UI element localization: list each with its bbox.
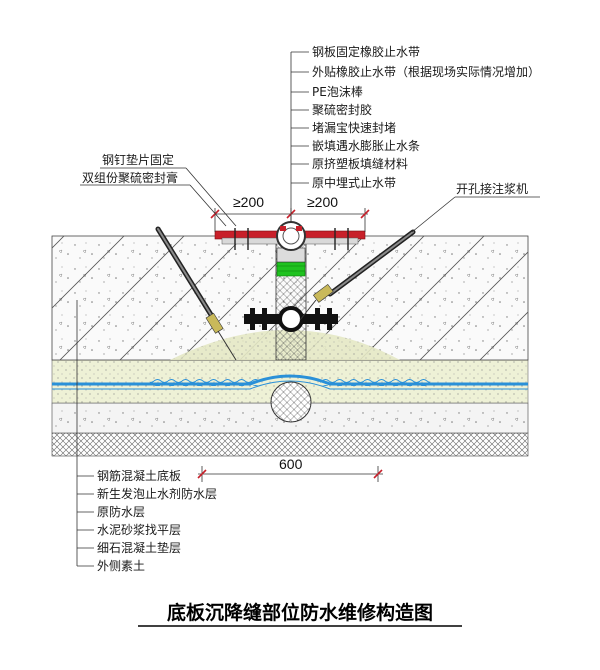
label-top-1: 外贴橡胶止水带（根据现场实际情况增加） [312, 64, 540, 79]
label-left-0: 钢钉垫片固定 [102, 152, 174, 167]
bottom-leader [76, 300, 94, 567]
label-top-3: 聚硫密封胶 [312, 102, 372, 117]
label-bottom-1: 新生发泡止水剂防水层 [97, 486, 217, 501]
label-top-6: 原挤塑板填缝材料 [312, 156, 408, 171]
top-leader [290, 51, 309, 222]
original-waterproof-line [52, 380, 528, 390]
embedded-waterstop [244, 306, 338, 332]
dim-bottom-text: 600 [279, 456, 303, 472]
label-bottom-5: 外侧素土 [97, 559, 145, 573]
dim-bottom [197, 466, 383, 482]
label-bottom-2: 原防水层 [97, 504, 145, 519]
label-top-5: 嵌填遇水膨胀止水条 [312, 139, 420, 153]
foam-layer-left [150, 378, 260, 386]
steel-plate-waterstop [214, 221, 366, 251]
foam-layer-right [320, 378, 430, 386]
left-leader [80, 167, 237, 227]
diagram-title: 底板沉降缝部位防水维修构造图 [167, 601, 433, 624]
label-bottom-0: 钢筋混凝土底板 [97, 468, 181, 483]
label-top-4: 堵漏宝快速封堵 [312, 121, 396, 135]
label-bottom-3: 水泥砂浆找平层 [97, 522, 181, 537]
label-right: 开孔接注浆机 [456, 181, 528, 196]
label-top-0: 钢板固定橡胶止水带 [312, 44, 420, 59]
grout-needle-right [299, 229, 416, 321]
label-bottom-4: 细石混凝土垫层 [97, 540, 181, 555]
grout-needle-left [155, 226, 237, 361]
swell-strip [276, 261, 306, 277]
label-top-7: 原中埋式止水带 [312, 175, 396, 190]
dim-right-text: ≥200 [307, 194, 338, 210]
bottom-bulb [270, 381, 312, 423]
dim-left-text: ≥200 [233, 194, 264, 210]
right-leader [411, 196, 540, 233]
soil-layer [51, 432, 529, 457]
label-left-1: 双组份聚硫密封膏 [82, 170, 178, 185]
label-top-2: PE泡沫棒 [312, 85, 363, 99]
